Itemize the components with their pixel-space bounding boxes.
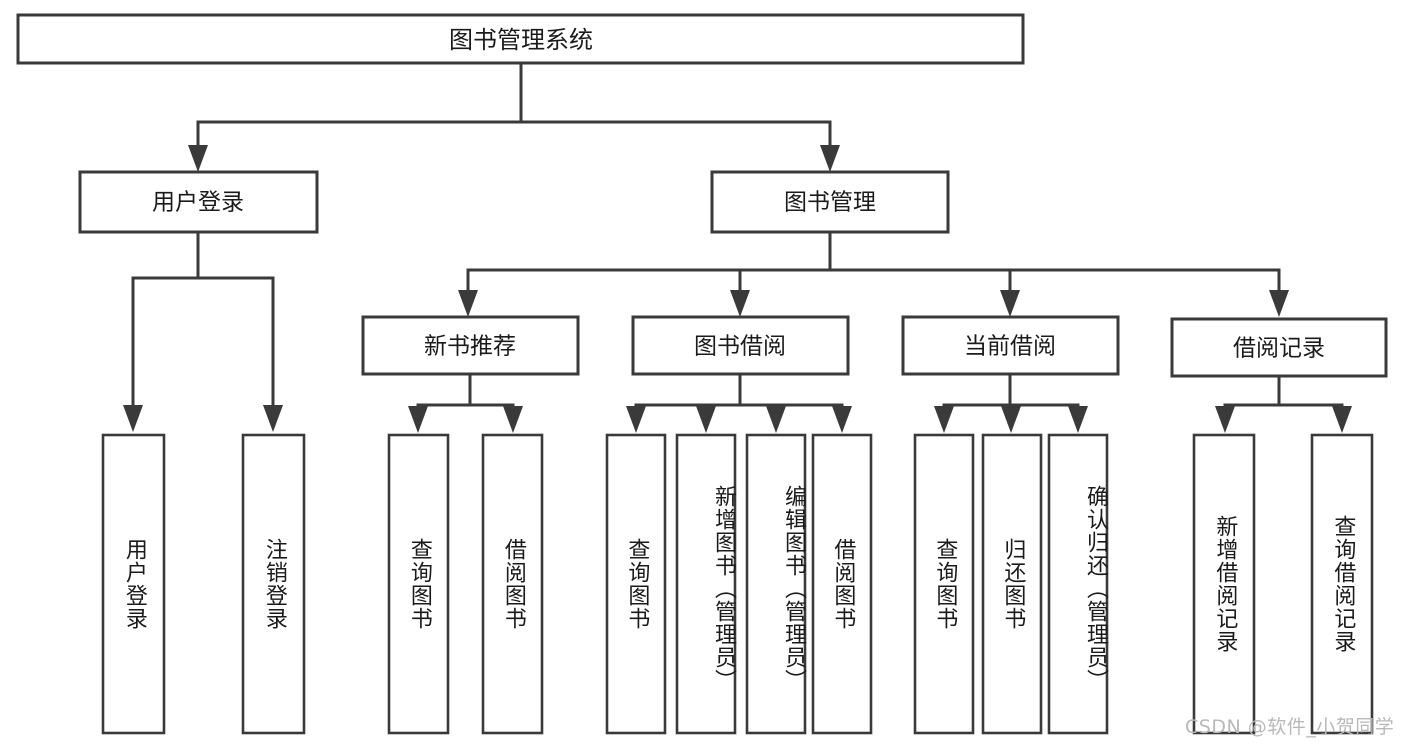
leaf-boxes-borrow-record <box>1192 433 1374 735</box>
arrow-head-icon <box>1269 290 1289 317</box>
node-borrow-record-label: 借阅记录 <box>1233 336 1325 362</box>
leaf-box-current-borrow-1[interactable] <box>981 433 1043 735</box>
arrow-head-icon <box>820 145 840 172</box>
connector-group-book-manage <box>458 230 1289 317</box>
node-borrow-record-box[interactable] <box>1170 317 1388 378</box>
arrow-head-icon <box>458 290 478 317</box>
node-user-login-label: 用户登录 <box>152 190 244 216</box>
node-new-book-recommend-box[interactable] <box>361 315 580 376</box>
connector-group-current-borrow <box>934 372 1088 433</box>
leaf-box-borrow-record-1[interactable] <box>1310 433 1374 735</box>
connector-group-root <box>188 61 840 172</box>
arrow-head-icon <box>1332 406 1352 433</box>
node-current-borrow-label: 当前借阅 <box>964 334 1056 360</box>
arrow-head-icon <box>263 405 283 432</box>
arrow-head-icon <box>696 406 716 433</box>
arrow-head-icon <box>408 406 428 433</box>
leaf-boxes-current-borrow <box>913 433 1109 735</box>
node-current-borrow[interactable]: 当前借阅 <box>901 315 1120 376</box>
csdn-watermark: CSDN @软件_小贺同学 <box>1185 716 1395 738</box>
leaf-box-book-borrow-2[interactable] <box>745 433 807 735</box>
leaf-box-current-borrow-2[interactable] <box>1047 433 1109 735</box>
arrow-head-icon <box>1215 406 1235 433</box>
leaf-box-user-login-0[interactable] <box>101 433 166 735</box>
node-new-book-recommend[interactable]: 新书推荐 <box>361 315 580 376</box>
node-book-manage[interactable]: 图书管理 <box>710 170 950 234</box>
leaf-box-book-borrow-1[interactable] <box>675 433 737 735</box>
leaf-boxes-book-borrow <box>605 433 873 735</box>
arrow-head-icon <box>832 406 852 433</box>
leaf-box-borrow-record-0[interactable] <box>1192 433 1256 735</box>
node-current-borrow-box[interactable] <box>901 315 1120 376</box>
arrow-head-icon <box>626 406 646 433</box>
node-root-box[interactable] <box>16 13 1025 65</box>
node-book-borrow-box[interactable] <box>631 315 850 376</box>
node-user-login[interactable]: 用户登录 <box>78 170 319 234</box>
arrow-head-icon <box>1001 406 1021 433</box>
leaf-box-new-book-1[interactable] <box>481 433 544 735</box>
leaf-box-book-borrow-3[interactable] <box>811 433 873 735</box>
leaf-box-user-login-1[interactable] <box>241 433 306 735</box>
connector-group-user-login <box>123 230 283 432</box>
leaf-boxes-user-login <box>101 433 306 735</box>
node-root[interactable]: 图书管理系统 <box>16 13 1025 65</box>
leaf-box-new-book-0[interactable] <box>387 433 450 735</box>
node-book-manage-box[interactable] <box>710 170 950 234</box>
connector-group-book-borrow <box>626 372 852 433</box>
arrow-head-icon <box>188 145 208 172</box>
arrow-head-icon <box>934 406 954 433</box>
node-new-book-recommend-label: 新书推荐 <box>424 334 516 360</box>
leaf-box-current-borrow-0[interactable] <box>913 433 975 735</box>
arrow-head-icon <box>1068 406 1088 433</box>
arrow-head-icon <box>503 406 523 433</box>
leaf-box-book-borrow-0[interactable] <box>605 433 667 735</box>
node-root-label: 图书管理系统 <box>449 26 593 54</box>
node-book-borrow-label: 图书借阅 <box>694 334 786 360</box>
node-book-manage-label: 图书管理 <box>784 190 876 216</box>
arrow-head-icon <box>766 406 786 433</box>
connector-group-borrow-record <box>1215 374 1352 433</box>
leaf-boxes-new-book-recommend <box>387 433 544 735</box>
arrow-head-icon <box>730 290 750 317</box>
node-book-borrow[interactable]: 图书借阅 <box>631 315 850 376</box>
connector-group-new-book <box>408 372 523 433</box>
arrow-head-icon <box>1000 290 1020 317</box>
node-borrow-record[interactable]: 借阅记录 <box>1170 317 1388 378</box>
node-user-login-box[interactable] <box>78 170 319 234</box>
arrow-head-icon <box>123 405 143 432</box>
